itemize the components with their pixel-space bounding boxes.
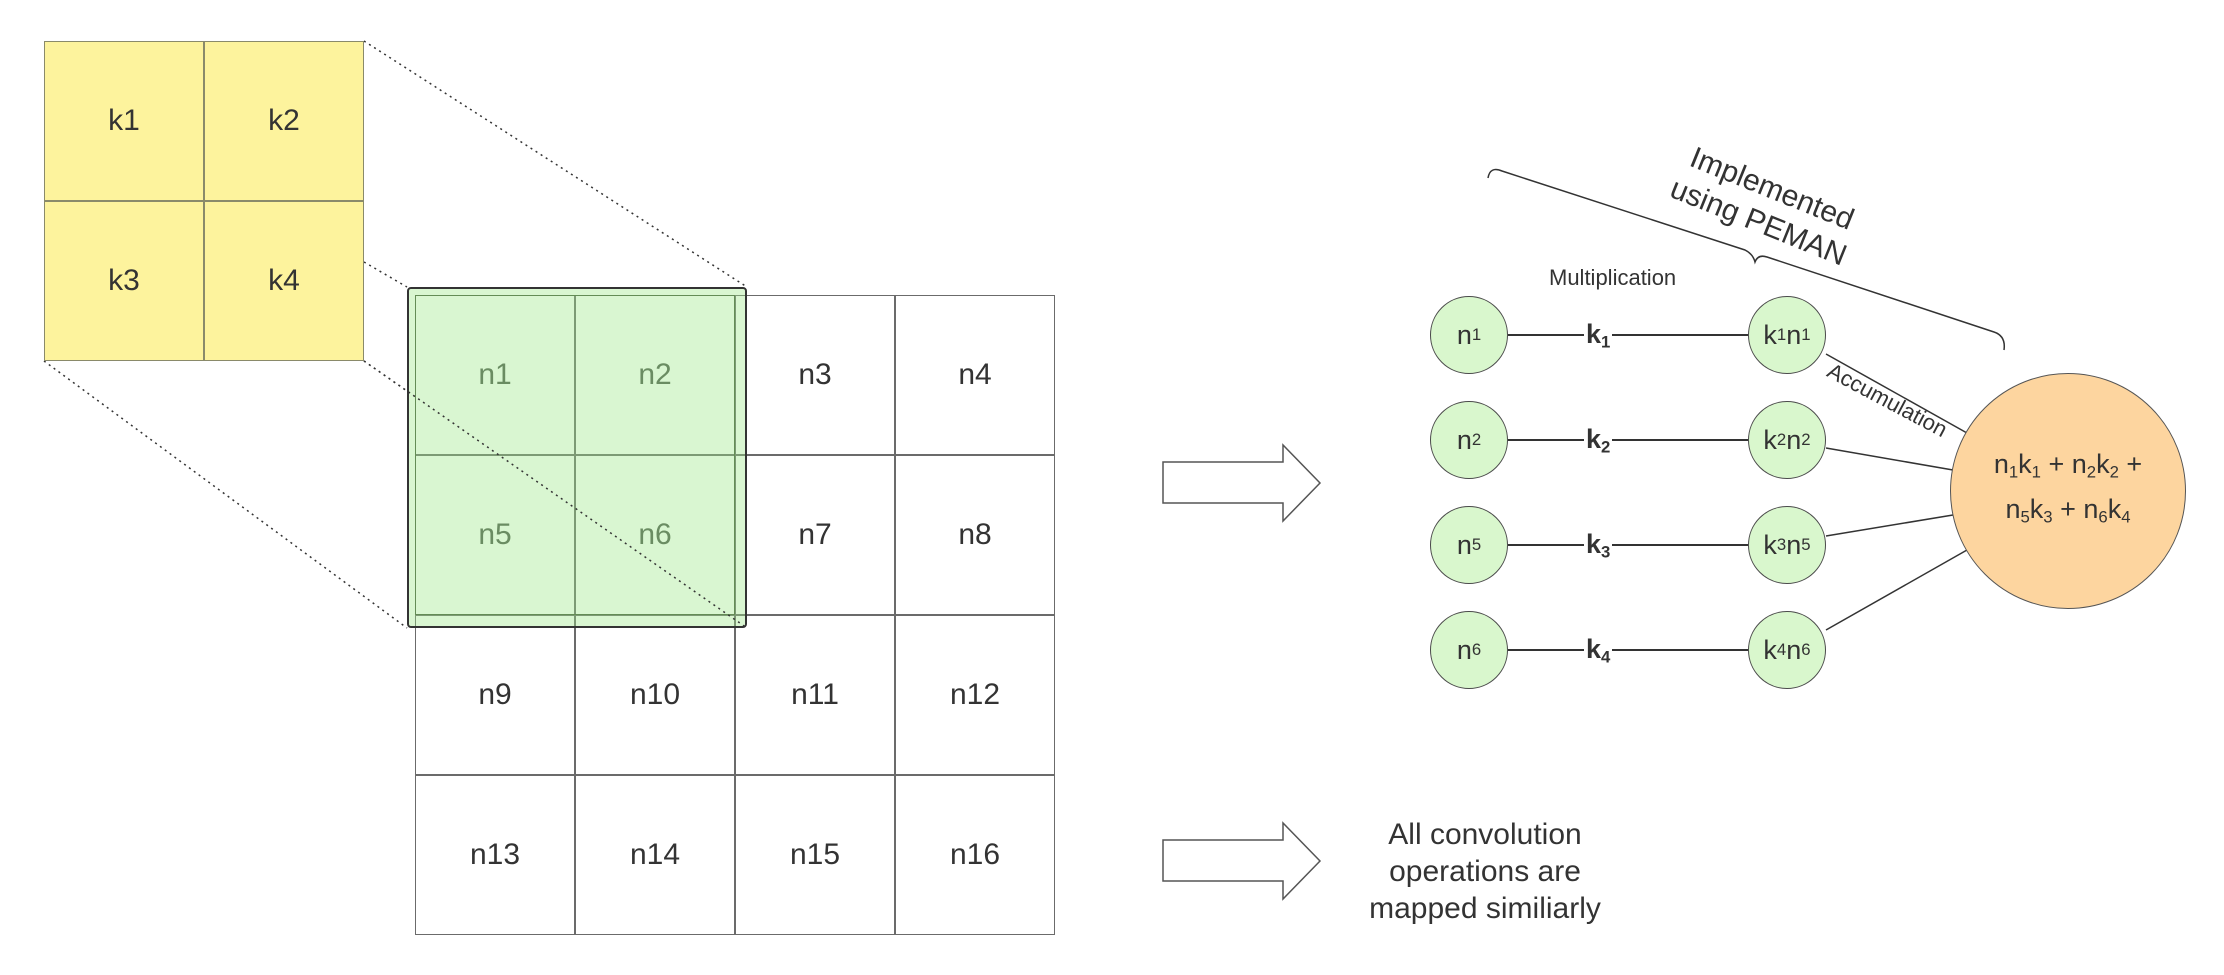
weight-label: k1: [1584, 319, 1613, 358]
input-cell: n9: [415, 615, 575, 775]
input-cell: n11: [735, 615, 895, 775]
input-cell: n12: [895, 615, 1055, 775]
projection-line: [363, 261, 408, 288]
multiplication-label: Multiplication: [1549, 265, 1677, 290]
input-cell: n15: [735, 775, 895, 935]
kernel-cell: k1: [44, 41, 204, 201]
weight-label: k2: [1584, 424, 1613, 463]
projection-line: [43, 360, 408, 629]
input-cell: n13: [415, 775, 575, 935]
window-cell-label: n1: [478, 358, 512, 391]
sum-line: n5k3 + n6k4: [2005, 494, 2131, 527]
weight-label: k3: [1584, 529, 1613, 568]
input-cell: n16: [895, 775, 1055, 935]
accumulate-edge: [1825, 514, 1954, 537]
note-text: All convolution operations are mapped si…: [1350, 816, 1620, 927]
right-arrow-icon: [1162, 821, 1322, 901]
projection-line: [363, 40, 748, 288]
right-arrow-icon: [1162, 443, 1322, 523]
input-cell: n10: [575, 615, 735, 775]
window-cell-label: n6: [638, 518, 672, 551]
input-cell: n8: [895, 455, 1055, 615]
kernel-cell: k3: [44, 201, 204, 361]
note-line: All convolution: [1388, 818, 1582, 851]
window-cell-label: n2: [638, 358, 672, 391]
note-line: mapped similiarly: [1369, 892, 1601, 925]
input-cell: n14: [575, 775, 735, 935]
weight-label: k4: [1584, 634, 1613, 673]
kernel-cell: k2: [204, 41, 364, 201]
accumulate-edge: [1825, 447, 1954, 471]
kernel-cell: k4: [204, 201, 364, 361]
input-cell: n4: [895, 295, 1055, 455]
input-cell: n7: [735, 455, 895, 615]
note-line: operations are: [1389, 855, 1581, 888]
window-cell-label: n5: [478, 518, 512, 551]
accumulator-node: n1k1 + n2k2 + n5k3 + n6k4: [1950, 373, 2186, 609]
accumulate-edge: [1825, 353, 1968, 434]
accumulate-edge: [1825, 549, 1968, 631]
curly-brace: [1487, 168, 2006, 351]
input-cell: n3: [735, 295, 895, 455]
sum-line: n1k1 + n2k2 +: [1993, 449, 2143, 482]
